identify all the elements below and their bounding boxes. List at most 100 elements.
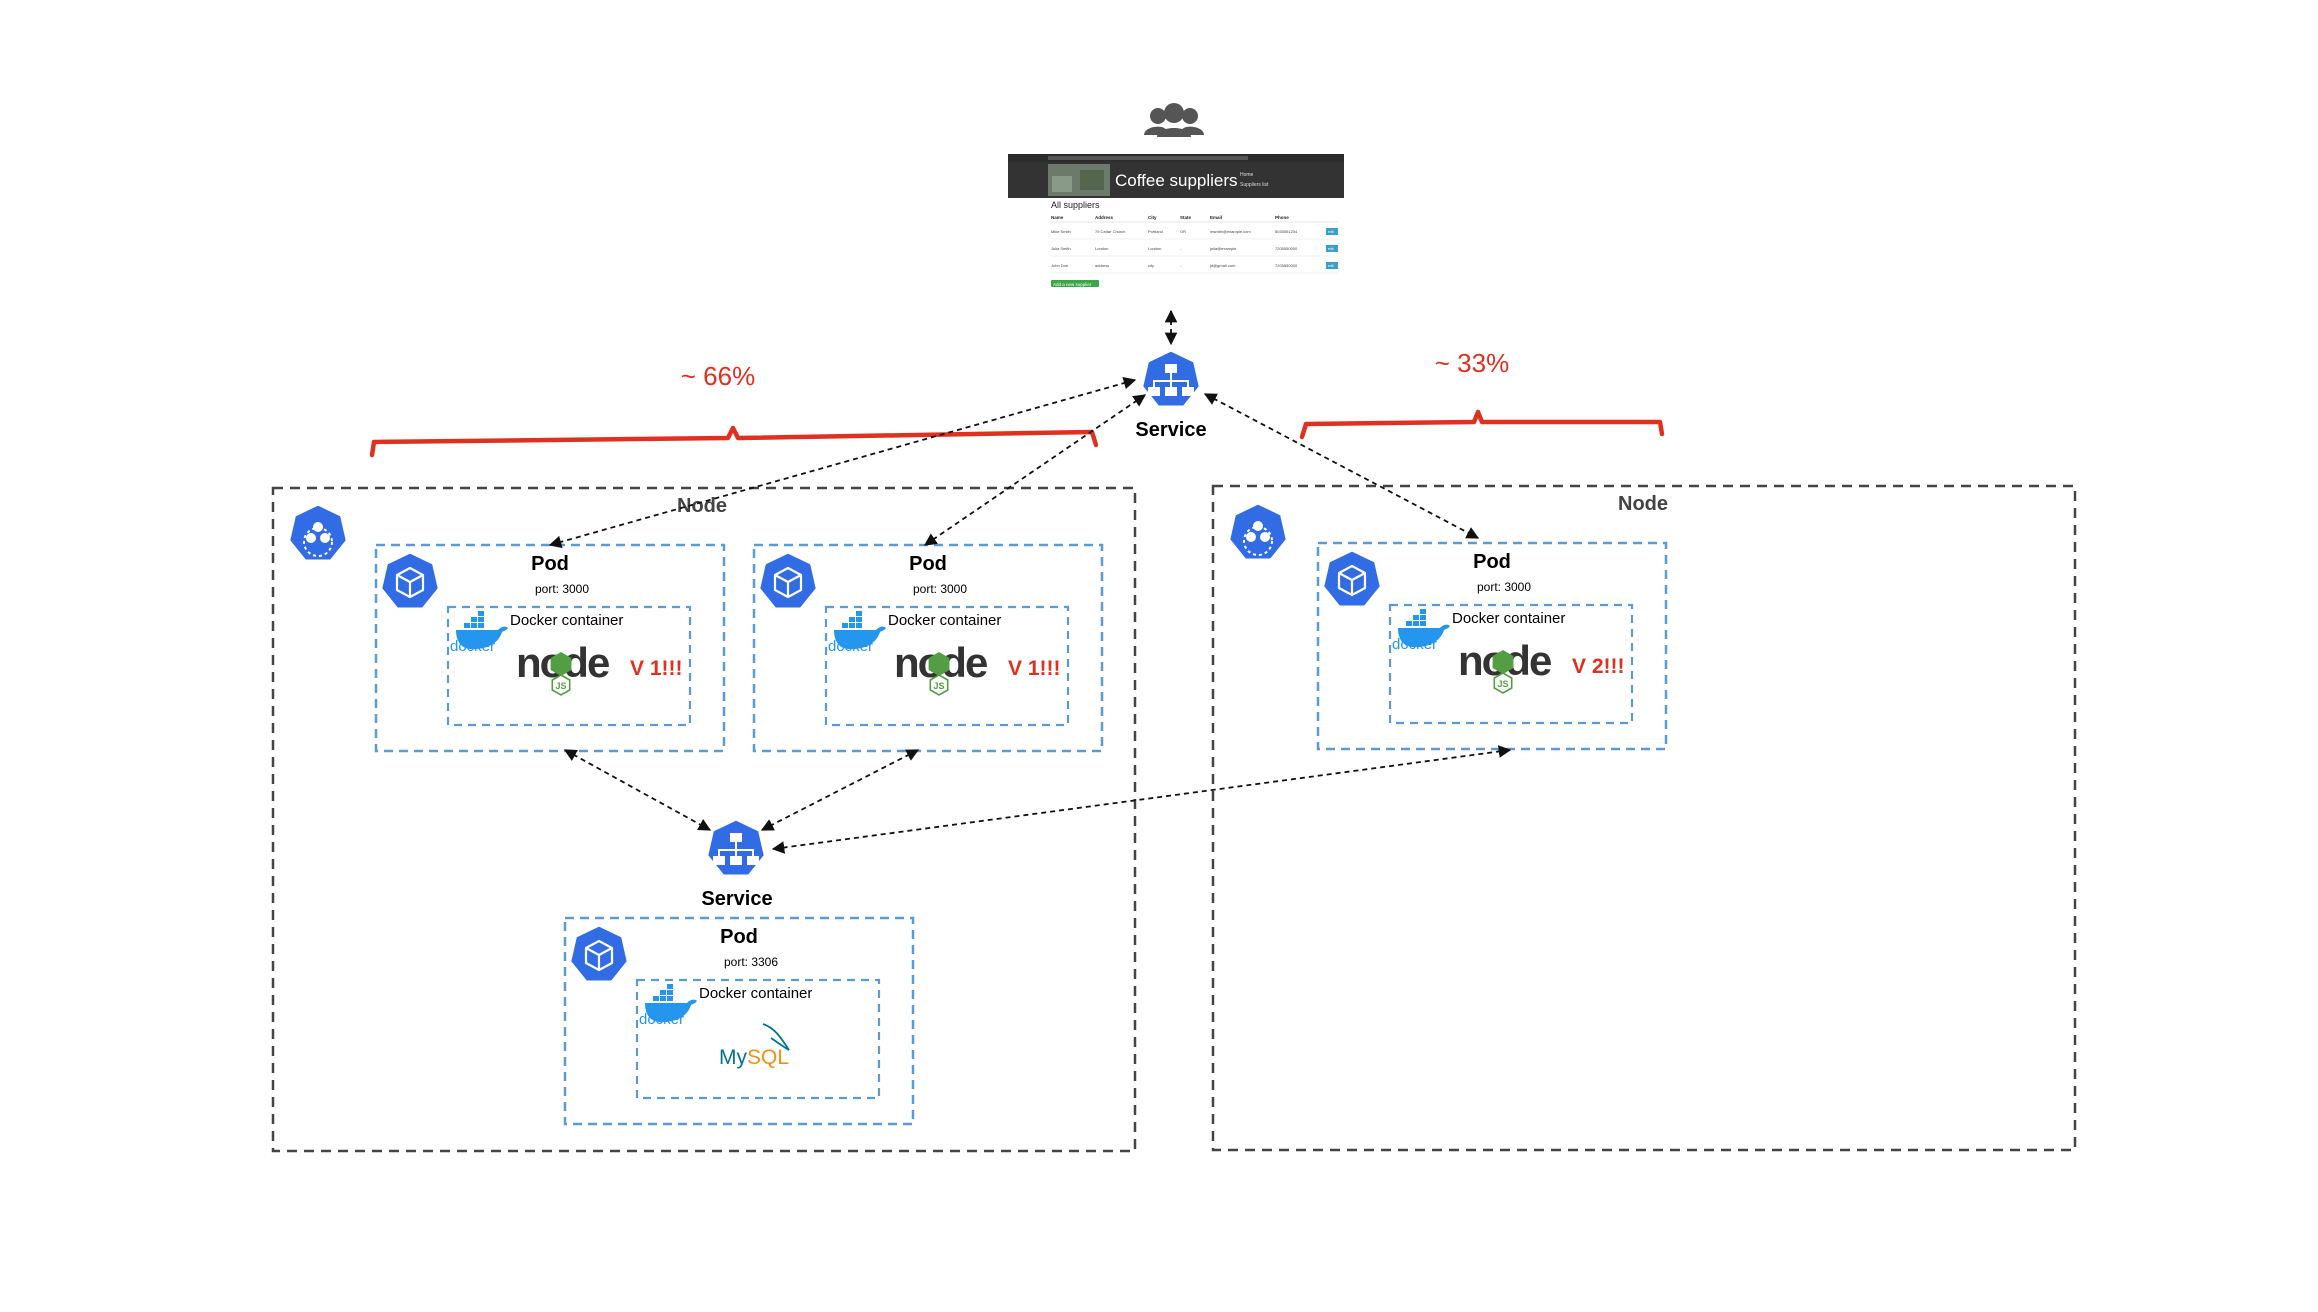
table-cell: address	[1095, 263, 1109, 268]
version-label: V 1!!!	[630, 657, 683, 680]
version-label: V 2!!!	[1572, 655, 1625, 678]
table-header-cell: Email	[1210, 215, 1222, 220]
docker-wordmark: docker	[450, 638, 495, 655]
nodejs-js-mark: JS	[933, 681, 944, 691]
pod-port-label: port: 3000	[1477, 580, 1531, 594]
table-cell: -	[1180, 246, 1182, 251]
docker-container-boundary	[635, 978, 881, 1100]
table-cell: London	[1095, 246, 1108, 251]
nodejs-js-mark: JS	[1497, 679, 1508, 689]
percent-left-label: ~ 66%	[681, 361, 755, 391]
connections	[548, 377, 1512, 854]
edit-button-label: edit	[1328, 230, 1334, 234]
edit-button[interactable]	[1326, 262, 1338, 269]
nodejs-logo: nodeJS	[1458, 637, 1553, 694]
percent-right-label: ~ 33%	[1435, 348, 1509, 378]
edit-button-label: edit	[1328, 247, 1334, 251]
k8s-service-icon	[1148, 364, 1194, 396]
pod-label: Pod	[909, 553, 947, 575]
container-label: Docker container	[1452, 610, 1565, 627]
node-left-label: Node	[677, 495, 727, 517]
docker-wordmark: docker	[1392, 636, 1437, 653]
k8s-pod-icon	[395, 566, 425, 599]
link-top-service-pod3	[1203, 393, 1480, 539]
brace-left: ~ 66%	[369, 361, 1099, 458]
table-cell: 7205550000	[1275, 246, 1298, 251]
edit-button[interactable]	[1326, 245, 1338, 252]
coffee-suppliers-screenshot: Coffee suppliers Home Suppliers list All…	[1008, 154, 1344, 298]
nav-home[interactable]: Home	[1240, 172, 1254, 178]
page-heading: All suppliers	[1051, 200, 1100, 210]
table-header-cell: State	[1180, 215, 1192, 220]
container-label: Docker container	[888, 612, 1001, 629]
nodejs-js-mark: JS	[555, 681, 566, 691]
version-label: V 1!!!	[1008, 657, 1061, 680]
table-cell: John Doe	[1051, 263, 1069, 268]
docker-container-boundary	[824, 605, 1070, 727]
nav-suppliers[interactable]: Suppliers list	[1240, 182, 1269, 188]
mysql-dolphin-icon	[762, 1023, 790, 1051]
service-bottom-label: Service	[701, 888, 772, 910]
pod-label: Pod	[720, 926, 758, 948]
docker-container-boundary	[1388, 603, 1634, 725]
table-header-cell: Address	[1095, 215, 1114, 220]
table-cell: 5035551234	[1275, 229, 1298, 234]
container-label: Docker container	[510, 612, 623, 629]
pod-port-label: port: 3000	[535, 582, 589, 596]
k8s-service-icon	[713, 833, 759, 865]
pod-badge	[379, 550, 441, 611]
pod-1: Pod port: 3000 docker Docker container nodeJ…	[374, 543, 726, 753]
pod-port-label: port: 3000	[913, 582, 967, 596]
service-bottom: Service	[701, 817, 773, 910]
table-cell: Portland	[1148, 229, 1163, 234]
table-cell: jd@gmail.com	[1209, 263, 1236, 268]
brace-right: ~ 33%	[1299, 348, 1665, 440]
table-cell: OR	[1180, 229, 1186, 234]
pod-2: Pod port: 3000 docker Docker container nodeJ…	[752, 543, 1104, 753]
table-cell: Mike Smith	[1051, 229, 1071, 234]
docker-wordmark: docker	[639, 1011, 684, 1028]
table-cell: 79 Cedar Church	[1095, 229, 1125, 234]
pod-label: Pod	[531, 553, 569, 575]
table-header-cell: Name	[1051, 215, 1064, 220]
pod-port-label: port: 3306	[724, 955, 778, 969]
app-title: Coffee suppliers	[1115, 171, 1238, 190]
link-pod2-bottom-service	[760, 749, 920, 831]
service-top: Service	[1135, 348, 1207, 441]
mysql-logo: MySQL	[719, 1023, 790, 1069]
table-cell: msmith@example.com	[1210, 229, 1251, 234]
link-pod1-bottom-service	[563, 749, 712, 831]
container-label: Docker container	[699, 985, 812, 1002]
docker-container-boundary	[446, 605, 692, 727]
docker-wordmark: docker	[828, 638, 873, 655]
pod-badge	[568, 923, 630, 984]
nodejs-logo: nodeJS	[516, 639, 611, 696]
link-pod3-bottom-service	[771, 745, 1512, 854]
service-top-label: Service	[1135, 419, 1206, 441]
k8s-node-icon	[303, 522, 333, 557]
table-cell: Julia Smith	[1051, 246, 1071, 251]
k8s-pod-icon	[773, 566, 803, 599]
k8s-pod-icon	[584, 939, 614, 972]
table-cell: city	[1148, 263, 1154, 268]
link-top-service-pod2	[923, 394, 1147, 546]
k8s-pod-icon	[1337, 564, 1367, 597]
edit-button-label: edit	[1328, 264, 1334, 268]
node-right-label: Node	[1618, 493, 1668, 515]
table-cell: 7205550000	[1275, 263, 1298, 268]
table-header-cell: City	[1148, 215, 1157, 220]
add-supplier-button[interactable]: Add a new supplier	[1053, 282, 1092, 287]
pod-label: Pod	[1473, 551, 1511, 573]
table-cell: julia@example	[1209, 246, 1237, 251]
mysql-wordmark: MySQL	[719, 1046, 789, 1069]
pod-boundary	[563, 916, 915, 1126]
nodejs-logo: nodeJS	[894, 639, 989, 696]
edit-button[interactable]	[1326, 228, 1338, 235]
pod-badge	[757, 550, 819, 611]
table-header-cell: Phone	[1275, 215, 1289, 220]
pod-badge	[1321, 548, 1383, 609]
table-cell: London	[1148, 246, 1161, 251]
pod-3: Pod port: 3000 docker Docker container nodeJ…	[1316, 541, 1668, 751]
